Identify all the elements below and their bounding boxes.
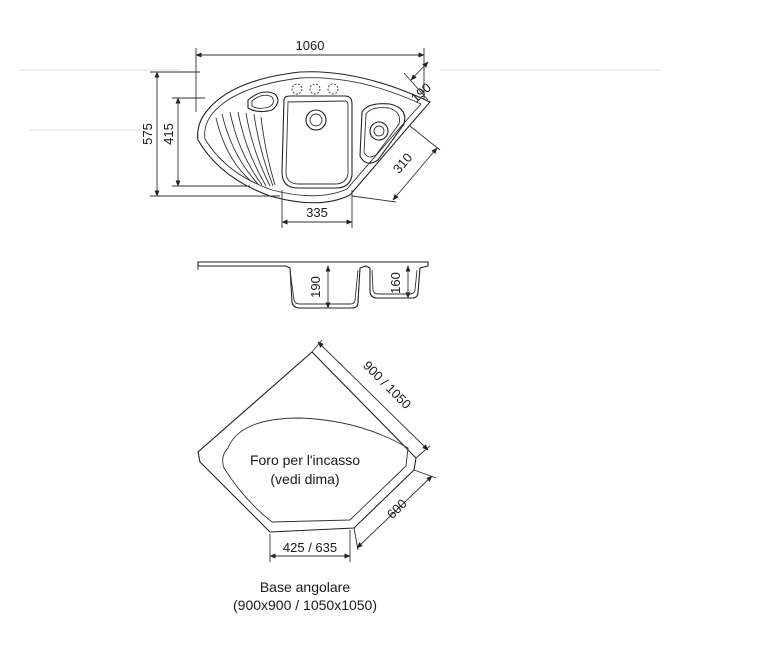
- dim-depth-size: 600: [353, 469, 437, 551]
- base-caption-line2: (900x900 / 1050x1050): [233, 597, 377, 613]
- dim-side-size-text: 900 / 1050: [360, 358, 414, 412]
- main-bowl-drain: [305, 109, 327, 131]
- dim-depth-overall-text: 575: [140, 123, 155, 145]
- cutout-outline: [222, 417, 409, 523]
- dim-small-depth-text: 160: [388, 272, 403, 294]
- dim-side-size: 900 / 1050: [311, 339, 431, 459]
- dim-main-bowl-text: 335: [306, 205, 328, 220]
- section-profile: [197, 261, 429, 309]
- top-view: 1060 575 415 190 310: [140, 38, 441, 228]
- drainer-grooves: [215, 111, 276, 187]
- sink-outline: [197, 71, 431, 204]
- base-caption-line1: Base angolare: [260, 579, 351, 595]
- dim-width-overall-text: 1060: [296, 38, 325, 53]
- base-view: Foro per l'incasso (vedi dima) 900 / 105…: [197, 339, 437, 613]
- dim-small-depth: 160: [388, 265, 411, 299]
- main-bowl: [281, 95, 353, 189]
- dim-front-size-text: 425 / 635: [283, 540, 337, 555]
- cutout-label-line2: (vedi dima): [270, 471, 339, 487]
- dim-main-bowl: 335: [281, 190, 353, 228]
- dim-right-bowl-text: 310: [390, 150, 415, 176]
- base-outline: [197, 351, 417, 533]
- dim-main-depth: 190: [308, 265, 331, 309]
- dim-depth-overall: 575: [140, 71, 280, 197]
- dim-front-size: 425 / 635: [269, 530, 351, 562]
- dim-width-overall: 1060: [195, 38, 425, 112]
- small-bowl-drain: [369, 121, 389, 141]
- sink-inner-rim: [204, 77, 422, 197]
- small-bowl: [359, 103, 406, 164]
- dim-depth-inner: 415: [161, 97, 250, 187]
- dim-main-depth-text: 190: [308, 276, 323, 298]
- background-guides: [20, 69, 660, 131]
- section-view: 190 160: [197, 261, 429, 309]
- tap-holes: [291, 83, 339, 95]
- dim-depth-inner-text: 415: [161, 123, 176, 145]
- soap-dish: [247, 91, 279, 113]
- cutout-label-line1: Foro per l'incasso: [250, 452, 360, 468]
